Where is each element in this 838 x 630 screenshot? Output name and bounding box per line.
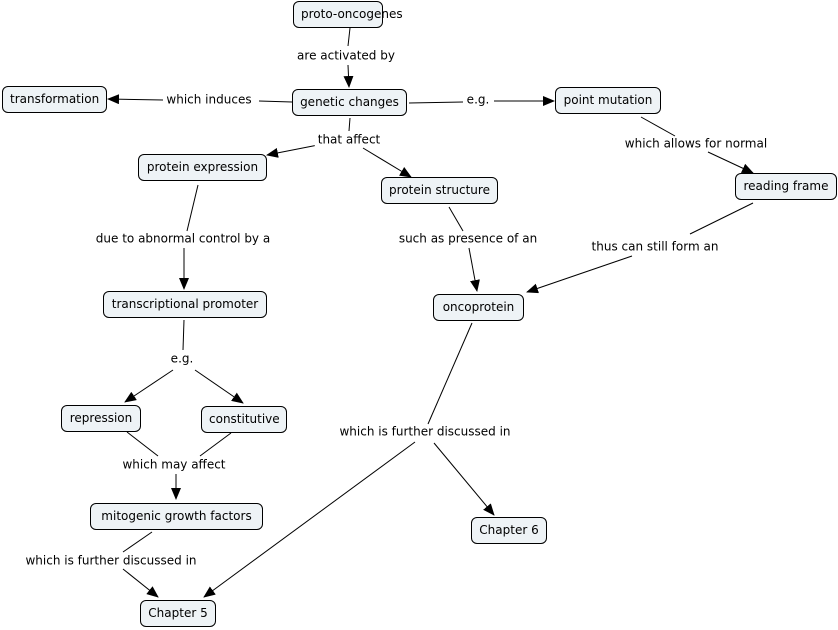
connector-label-to-reading-frame xyxy=(707,151,754,174)
connector-which-induces-to-transformation xyxy=(107,94,164,105)
node-transcriptional-promoter[interactable]: transcriptional promoter xyxy=(103,291,267,318)
connector-constitutive-to-label xyxy=(199,432,232,457)
link-which-induces: which induces xyxy=(163,92,255,108)
connector-reading-frame-to-label xyxy=(689,202,754,235)
connector-promoter-to-eg xyxy=(182,319,185,351)
connector-mitogenic-to-label xyxy=(122,531,153,553)
node-protein-structure[interactable]: protein structure xyxy=(381,177,498,204)
link-which-allows-for-normal: which allows for normal xyxy=(621,136,771,152)
node-proto-oncogenes[interactable]: proto-oncogenes xyxy=(293,1,403,28)
link-that-affect: that affect xyxy=(314,132,384,148)
link-which-may-affect: which may affect xyxy=(119,457,229,473)
link-which-is-further-discussed-in-oncoprotein: which is further discussed in xyxy=(336,424,514,440)
connector-proto-to-label xyxy=(347,27,351,47)
connector-protein-expression-to-label xyxy=(186,184,199,232)
connector-oncoprotein-to-label xyxy=(427,322,473,425)
node-transformation[interactable]: transformation xyxy=(2,86,107,113)
node-protein-expression[interactable]: protein expression xyxy=(138,154,267,181)
link-eg-promoter: e.g. xyxy=(167,351,197,367)
link-such-as-presence-of-an: such as presence of an xyxy=(395,231,541,247)
node-mitogenic-growth-factors[interactable]: mitogenic growth factors xyxy=(90,503,263,530)
link-thus-can-still-form-an: thus can still form an xyxy=(588,239,722,255)
connector-label-to-chapter-5 xyxy=(122,568,159,598)
node-oncoprotein[interactable]: oncoprotein xyxy=(433,294,524,321)
connector-label-to-chapter-5-from-onco xyxy=(203,441,416,598)
connector-label-to-oncoprotein-2 xyxy=(526,255,633,294)
node-chapter-5[interactable]: Chapter 5 xyxy=(140,600,216,627)
node-repression[interactable]: repression xyxy=(61,405,141,432)
connector-protein-structure-to-label xyxy=(448,206,464,232)
connector-genetic-to-that-affect xyxy=(348,117,351,132)
connector-eg-to-repression xyxy=(124,369,174,403)
node-point-mutation[interactable]: point mutation xyxy=(555,87,661,114)
connector-label-to-oncoprotein xyxy=(468,247,480,292)
node-chapter-6[interactable]: Chapter 6 xyxy=(471,517,547,544)
connector-eg-to-constitutive xyxy=(194,369,244,404)
link-which-is-further-discussed-in-mitogenic: which is further discussed in xyxy=(22,553,200,569)
connector-label-to-chapter-6 xyxy=(433,442,495,516)
link-eg-point-mutation: e.g. xyxy=(463,92,493,108)
connector-that-affect-to-protein-structure xyxy=(362,147,412,178)
link-due-to-abnormal-control: due to abnormal control by a xyxy=(92,231,274,247)
connector-label-to-genetic-changes xyxy=(343,64,354,88)
node-constitutive[interactable]: constitutive xyxy=(201,406,287,433)
connector-genetic-to-which-induces xyxy=(258,100,293,103)
connector-that-affect-to-protein-expression xyxy=(266,144,319,158)
link-are-activated-by: are activated by xyxy=(294,48,398,64)
connector-genetic-to-eg xyxy=(408,101,464,104)
node-genetic-changes[interactable]: genetic changes xyxy=(292,89,407,116)
node-reading-frame[interactable]: reading frame xyxy=(735,173,837,200)
connector-point-mutation-to-label xyxy=(640,116,676,137)
connector-repression-to-label xyxy=(126,431,159,457)
